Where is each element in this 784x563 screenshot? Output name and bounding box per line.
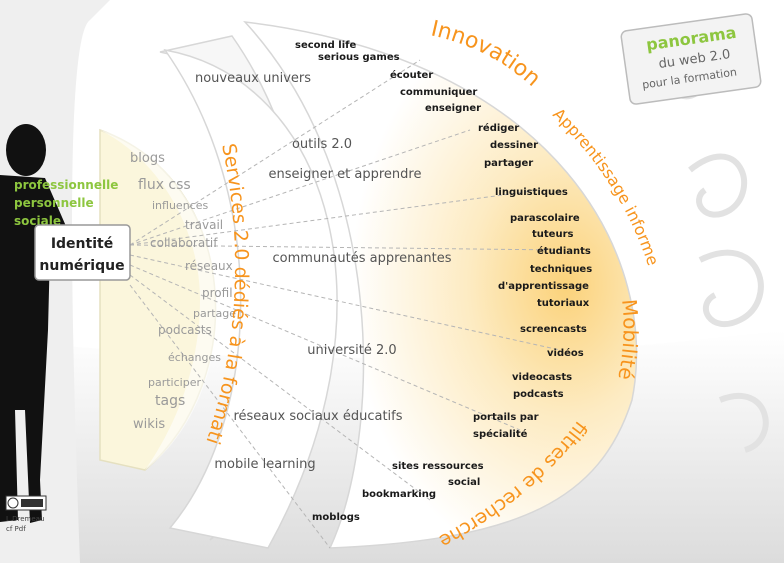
ring3-label: techniques (530, 264, 592, 275)
identity-line-1: Identité (51, 236, 113, 252)
ring3-label: linguistiques (495, 187, 568, 198)
ring1-label: tags (155, 393, 185, 409)
ring3-label: bookmarking (362, 489, 436, 500)
ring1-label: partage (193, 307, 236, 320)
ring3-label: dessiner (490, 140, 538, 151)
ring3-label: parascolaire (510, 213, 580, 224)
ring-2-labels: nouveaux univers outils 2.0 enseigner et… (195, 71, 452, 472)
ring1-label: flux css (138, 177, 191, 193)
ring-1-edge (100, 130, 218, 470)
ring2-label-part: nouveaux univers (195, 71, 311, 86)
ring3-label: serious games (318, 52, 400, 63)
ring3-label: podcasts (513, 389, 564, 400)
ring-3-labels: second life serious games écouter commun… (295, 40, 592, 523)
ring1-label: collaboratif (150, 236, 218, 250)
ring1-label: influences (152, 199, 208, 212)
ring3-label: d'apprentissage (498, 281, 589, 292)
credit-line-2: cf Pdf (6, 525, 26, 533)
ring3-label: rédiger (478, 122, 519, 134)
title-box: panorama du web 2.0 pour la formation (620, 13, 762, 105)
ring1-label: participer (148, 376, 201, 389)
ring3-label: moblogs (312, 512, 360, 523)
ring3-label: screencasts (520, 324, 587, 335)
ring3-label: tuteurs (532, 229, 574, 240)
ring2-label: mobile learning (214, 457, 315, 472)
ring3-label: spécialité (473, 428, 528, 440)
ring3-label: second life (295, 40, 356, 51)
ring2-label: communautés apprenantes (273, 251, 452, 266)
ring1-label: blogs (130, 151, 165, 166)
ring1-label: wikis (133, 417, 165, 432)
ring1-label: travail (185, 218, 223, 232)
ring-1-labels: blogs flux css influences travail collab… (130, 151, 236, 432)
identity-box: Identité numérique (34, 224, 131, 281)
person-silhouette (0, 124, 72, 523)
identity-word-1: professionnelle (14, 178, 118, 192)
ring3-label: social (448, 477, 480, 488)
ring3-label: tutoriaux (537, 298, 590, 309)
ring1-label: podcasts (158, 323, 212, 337)
rays (129, 59, 561, 549)
identity-line-2: numérique (39, 258, 124, 274)
ring2-label: université 2.0 (307, 343, 396, 358)
identity-word-2: personnelle (14, 196, 94, 210)
credit-line-1: L Dremeau (6, 515, 44, 523)
ring2-label: outils 2.0 (292, 137, 352, 152)
ring2-label: enseigner et apprendre (269, 167, 422, 182)
ring3-label: portails par (473, 412, 539, 423)
ring3-label: étudiants (537, 245, 591, 257)
ring1-label: échanges (168, 351, 221, 364)
ring3-label: communiquer (400, 87, 477, 98)
ring3-label: vidéos (547, 347, 584, 359)
ring3-label: sites ressources (392, 461, 484, 472)
ring-2-panel (163, 48, 338, 549)
ring3-label: videocasts (512, 372, 572, 383)
ring3-label: partager (484, 158, 533, 169)
ring2-label: réseaux sociaux éducatifs (233, 409, 402, 424)
ring3-label: écouter (390, 69, 433, 81)
ring2-label: nouveaux univers (195, 71, 311, 86)
ring1-label: profil (202, 286, 233, 300)
ring1-label: réseaux (185, 259, 233, 273)
ring-3-panel (243, 21, 638, 549)
ring3-label: enseigner (425, 103, 481, 114)
license-badge (5, 495, 47, 511)
